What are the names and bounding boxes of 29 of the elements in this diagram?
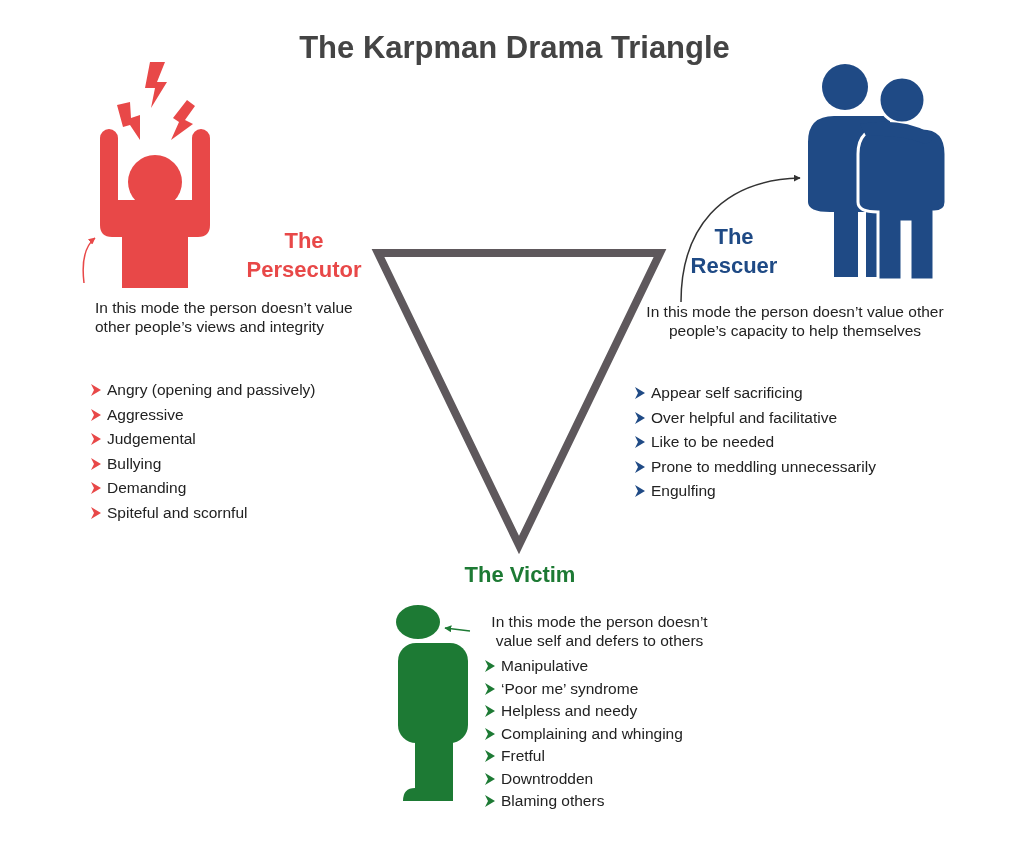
list-item: Manipulative — [501, 656, 589, 676]
description-text: In this mode the person doesn’t value self and defers to others — [490, 612, 709, 650]
arrow — [82, 237, 96, 284]
list-item: ‘Poor me’ syndrome — [501, 678, 639, 699]
list-item: Appear self sacrificing — [651, 383, 803, 403]
list-item: Aggressive — [107, 404, 184, 425]
arrow — [444, 625, 471, 633]
list-item: Like to be needed — [651, 432, 775, 452]
description-text: In this mode the person doesn’t value other people’s views and integrity — [95, 298, 354, 336]
list-item: Judgemental — [107, 429, 196, 449]
role-heading: The Rescuer — [689, 223, 779, 280]
list-item: Helpless and needy — [501, 701, 638, 721]
title: The Karpman Drama Triangle — [298, 29, 731, 67]
arrow — [680, 175, 801, 303]
role-heading: The Victim — [463, 561, 577, 589]
list-item: Engulfing — [651, 481, 716, 501]
description-text: In this mode the person doesn’t value other people’s capacity to help themselves — [645, 302, 945, 340]
role-heading: The Persecutor — [245, 227, 363, 284]
list-item: Fretful — [501, 746, 545, 766]
list-item: Angry (opening and passively) — [107, 380, 316, 400]
list-item: Complaining and whinging — [501, 723, 683, 744]
list-item: Blaming others — [501, 791, 605, 811]
standing-person-drawing — [395, 603, 470, 803]
list-item: Demanding — [107, 478, 187, 498]
list-item: Over helpful and facilitative — [651, 407, 838, 428]
list-item: Prone to meddling unnecessarily — [651, 456, 876, 477]
list-item: Spiteful and scornful — [107, 502, 248, 523]
list-item: Bullying — [107, 453, 162, 474]
list-item: Downtrodden — [501, 768, 594, 789]
